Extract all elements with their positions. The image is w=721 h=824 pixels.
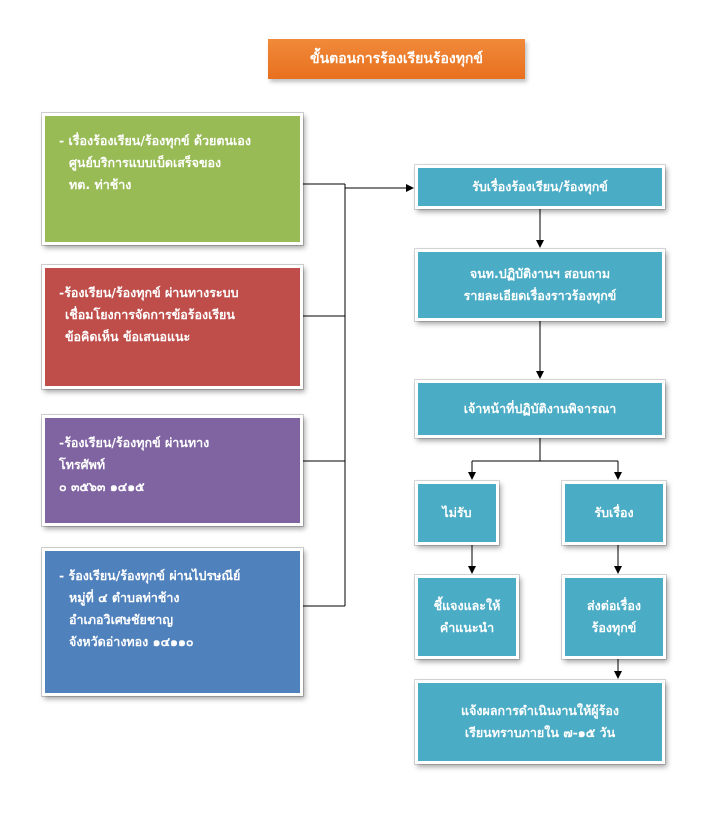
- channel-online-line-1: -ร้องเรียน/ร้องทุกข์ ผ่านทางระบบ: [59, 285, 239, 300]
- channel-walk-in: - เรื่องร้องเรียน/ร้องทุกข์ ด้วยตนเอง ศู…: [41, 112, 304, 246]
- channel-telephone-line-1: -ร้องเรียน/ร้องทุกข์ ผ่านทาง: [59, 435, 210, 450]
- channel-walk-in-line-3: ทต. ท่าช้าง: [69, 177, 132, 192]
- step-reject-label: ไม่รับ: [442, 505, 472, 520]
- channel-online-line-3: ข้อคิดเห็น ข้อเสนอแนะ: [65, 329, 191, 344]
- channel-online-system: -ร้องเรียน/ร้องทุกข์ ผ่านทางระบบ เชื่อมโ…: [41, 264, 304, 390]
- step-forward-line-1: ส่งต่อเรื่อง: [587, 598, 641, 613]
- step-explain-line-1: ชี้แจงและให้: [433, 598, 501, 613]
- step-inquire-line-1: จนท.ปฏิบัติงานฯ สอบถาม: [469, 266, 611, 281]
- page-title: ขั้นตอนการร้องเรียนร้องทุกข์: [268, 39, 525, 79]
- step-explain-line-2: คำแนะนำ: [439, 620, 495, 635]
- step-notify: แจ้งผลการดำเนินงานให้ผู้ร้อง เรียนทราบภา…: [414, 679, 666, 765]
- step-accept: รับเรื่อง: [561, 480, 667, 546]
- step-forward-line-2: ร้องทุกข์: [591, 620, 637, 635]
- step-consider-label: เจ้าหน้าที่ปฏิบัติงานพิจารณา: [463, 401, 617, 416]
- channel-walk-in-line-2: ศูนย์บริการแบบเบ็ดเสร็จของ: [69, 155, 222, 170]
- channel-walk-in-line-1: - เรื่องร้องเรียน/ร้องทุกข์ ด้วยตนเอง: [59, 133, 251, 148]
- step-inquire: จนท.ปฏิบัติงานฯ สอบถาม รายละเอียดเรื่องร…: [414, 248, 666, 322]
- channel-post-line-1: - ร้องเรียน/ร้องทุกข์ ผ่านไปรษณีย์: [59, 568, 241, 583]
- step-notify-line-1: แจ้งผลการดำเนินงานให้ผู้ร้อง: [461, 703, 619, 718]
- step-consider: เจ้าหน้าที่ปฏิบัติงานพิจารณา: [414, 379, 666, 439]
- channel-online-line-2: เชื่อมโยงการจัดการข้อร้องเรียน: [65, 307, 235, 322]
- step-inquire-line-2: รายละเอียดเรื่องราวร้องทุกข์: [463, 288, 617, 303]
- step-receive: รับเรื่องร้องเรียน/ร้องทุกข์: [414, 164, 666, 210]
- channel-telephone-line-2: โทรศัพท์: [59, 457, 106, 472]
- step-notify-line-2: เรียนทราบภายใน ๗-๑๕ วัน: [464, 725, 616, 740]
- channel-post-line-2: หมู่ที่ ๔ ตำบลท่าช้าง: [69, 590, 180, 605]
- step-forward: ส่งต่อเรื่อง ร้องทุกข์: [561, 574, 667, 660]
- channel-telephone: -ร้องเรียน/ร้องทุกข์ ผ่านทาง โทรศัพท์ ๐ …: [41, 414, 304, 527]
- channel-telephone-number: ๐ ๓๕๖๓ ๑๔๑๕: [59, 479, 145, 494]
- channel-post: - ร้องเรียน/ร้องทุกข์ ผ่านไปรษณีย์ หมู่ท…: [41, 547, 304, 697]
- step-explain: ชี้แจงและให้ คำแนะนำ: [414, 574, 520, 660]
- step-receive-label: รับเรื่องร้องเรียน/ร้องทุกข์: [472, 179, 608, 194]
- channel-post-line-3: อำเภอวิเศษชัยชาญ: [69, 612, 173, 627]
- step-accept-label: รับเรื่อง: [594, 505, 634, 520]
- channel-post-line-4: จังหวัดอ่างทอง ๑๔๑๑๐: [69, 634, 194, 649]
- step-reject: ไม่รับ: [414, 480, 500, 546]
